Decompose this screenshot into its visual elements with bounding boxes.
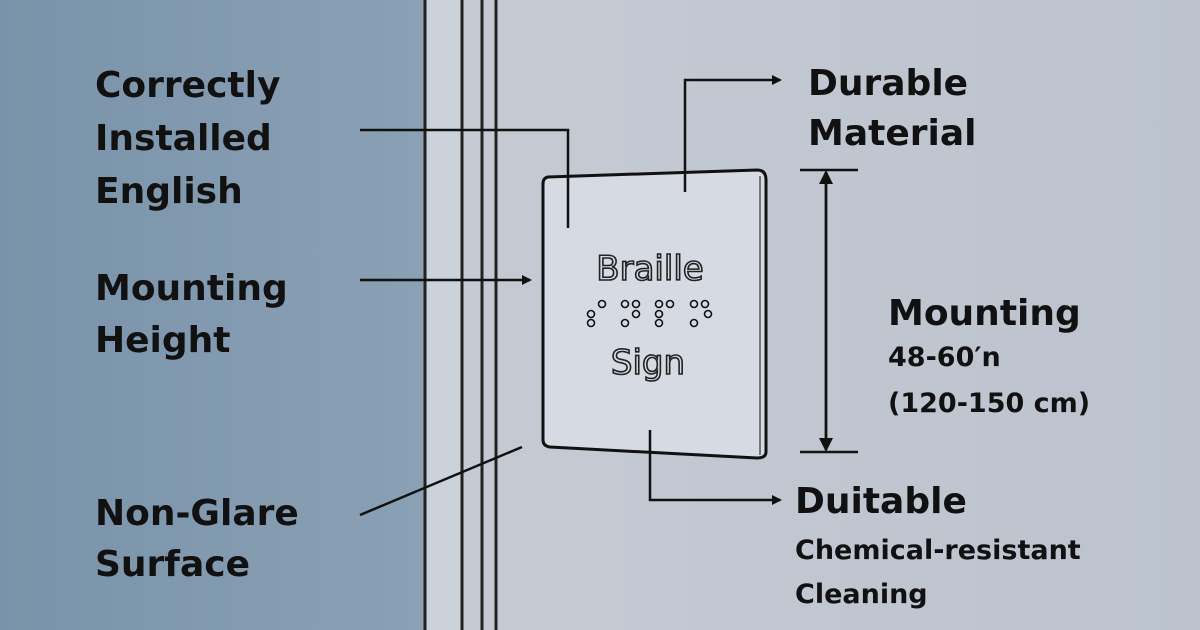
label-height-imperial: 48-60′n <box>888 342 1001 373</box>
sign-text-sign: Sign <box>611 343 685 383</box>
label-installed: Installed <box>95 118 272 159</box>
label-non-glare: Non-Glare <box>95 493 299 534</box>
height-dimension <box>800 168 858 454</box>
leader-material <box>683 75 782 192</box>
leader-non-glare <box>359 445 523 517</box>
label-material: Material <box>808 113 976 154</box>
label-surface: Surface <box>95 544 250 585</box>
label-chemical-resistant: Chemical-resistant <box>795 535 1081 566</box>
braille-sign: Braille Sign <box>541 168 768 460</box>
label-durable: Durable <box>808 63 968 104</box>
label-mounting: Mounting <box>888 293 1081 334</box>
leader-cleaning <box>648 430 782 505</box>
label-duitable: Duitable <box>795 481 967 522</box>
label-cleaning: Cleaning <box>795 579 928 610</box>
braille-dots <box>586 299 713 328</box>
label-mounting-height-2: Height <box>95 320 231 361</box>
label-height-metric: (120-150 cm) <box>888 388 1090 419</box>
door-frame-lines <box>423 0 498 630</box>
sign-text-braille: Braille <box>596 249 703 289</box>
label-english: English <box>95 171 243 212</box>
leader-installed <box>360 128 570 228</box>
label-mounting-height-1: Mounting <box>95 268 288 309</box>
label-correctly: Correctly <box>95 65 280 106</box>
wall-left-panel <box>0 0 424 630</box>
